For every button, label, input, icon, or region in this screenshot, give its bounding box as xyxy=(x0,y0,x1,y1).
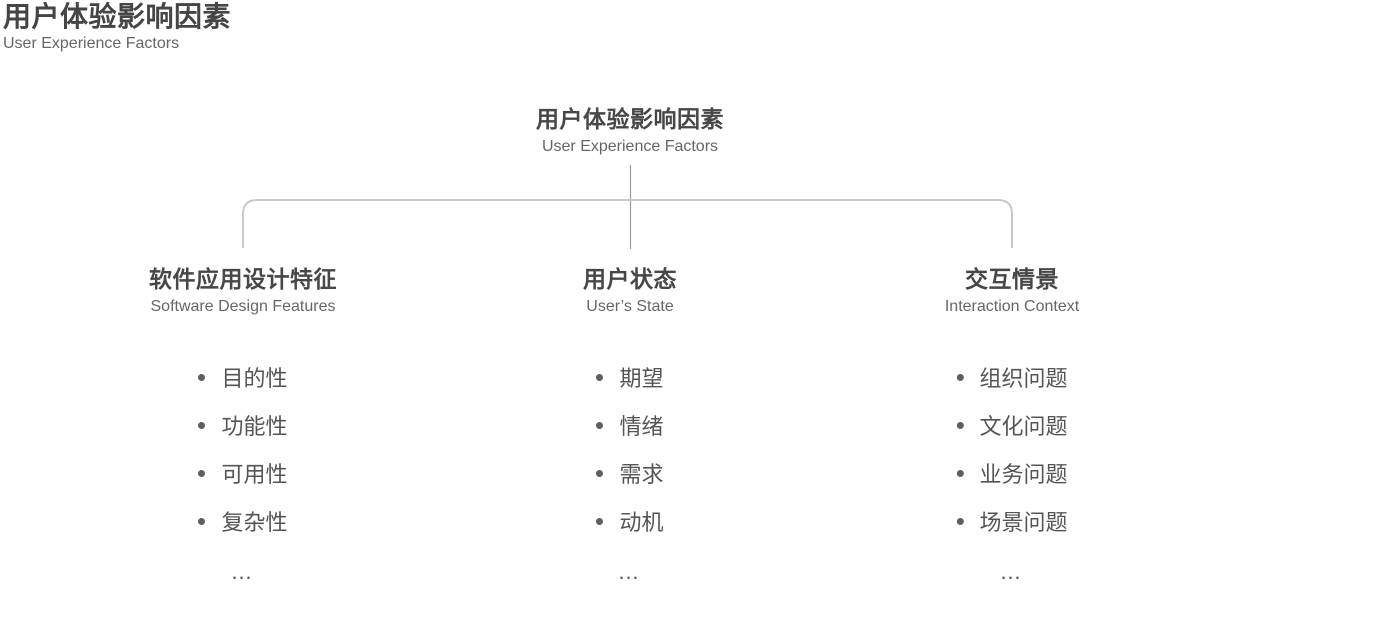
branch-subtitle: Software Design Features xyxy=(150,298,336,315)
page-header: 用户体验影响因素 User Experience Factors xyxy=(3,0,231,54)
list-item-label: 组织问题 xyxy=(979,366,1068,391)
root-node: 用户体验影响因素 User Experience Factors xyxy=(536,105,724,157)
list-item-label: 可用性 xyxy=(221,462,288,487)
list-item-label: 业务问题 xyxy=(979,462,1068,487)
bullet-icon xyxy=(956,421,964,429)
page-title: 用户体验影响因素 xyxy=(3,1,232,32)
branch-title: 交互情景 xyxy=(964,266,1059,292)
page-subtitle: User Experience Factors xyxy=(3,35,180,52)
list-item: 复杂性 xyxy=(198,497,288,545)
list-item: 需求 xyxy=(596,449,664,497)
list-item: 期望 xyxy=(596,353,664,401)
ellipsis-label: … xyxy=(230,559,256,584)
branch-subtitle: User’s State xyxy=(586,298,674,315)
branch-list: 组织问题 文化问题 业务问题 场景问题 xyxy=(956,353,1068,545)
ellipsis-label: … xyxy=(617,559,643,584)
ellipsis-label: … xyxy=(999,559,1025,584)
list-item-label: 期望 xyxy=(619,366,664,391)
branch-software-design-features: 软件应用设计特征 Software Design Features 目的性 功能… xyxy=(149,265,337,599)
list-item: 目的性 xyxy=(198,353,288,401)
branch-list: 目的性 功能性 可用性 复杂性 xyxy=(198,353,288,545)
bullet-icon xyxy=(596,517,604,525)
bullet-icon xyxy=(956,469,964,477)
list-item-label: 场景问题 xyxy=(979,510,1068,535)
bullet-icon xyxy=(198,421,206,429)
root-node-subtitle: User Experience Factors xyxy=(541,138,719,155)
bullet-icon xyxy=(596,421,604,429)
branch-interaction-context: 交互情景 Interaction Context 组织问题 文化问题 业务问题 … xyxy=(945,265,1079,599)
branch-title: 软件应用设计特征 xyxy=(149,266,337,292)
list-item: 场景问题 xyxy=(956,497,1068,545)
branch-users-state: 用户状态 User’s State 期望 情绪 需求 动机 … xyxy=(583,265,677,599)
branch-bracket-line xyxy=(242,199,1013,248)
list-item: 业务问题 xyxy=(956,449,1068,497)
list-item-label: 功能性 xyxy=(221,414,288,439)
bullet-icon xyxy=(596,469,604,477)
list-item: 组织问题 xyxy=(956,353,1068,401)
branch-list: 期望 情绪 需求 动机 xyxy=(596,353,664,545)
root-node-title: 用户体验影响因素 xyxy=(536,106,724,132)
list-item: 情绪 xyxy=(596,401,664,449)
list-item: 功能性 xyxy=(198,401,288,449)
bullet-icon xyxy=(956,517,964,525)
list-item-label: 目的性 xyxy=(221,366,288,391)
branch-title: 用户状态 xyxy=(583,266,677,292)
bullet-icon xyxy=(198,469,206,477)
bullet-icon xyxy=(596,373,604,381)
list-item: 动机 xyxy=(596,497,664,545)
bullet-icon xyxy=(198,373,206,381)
list-item-label: 需求 xyxy=(619,462,664,487)
bullet-icon xyxy=(956,373,964,381)
bullet-icon xyxy=(198,517,206,525)
list-item-label: 情绪 xyxy=(619,414,664,439)
list-item-label: 动机 xyxy=(619,510,664,535)
list-item-label: 文化问题 xyxy=(979,414,1068,439)
list-item-label: 复杂性 xyxy=(221,510,288,535)
list-item: 文化问题 xyxy=(956,401,1068,449)
list-item: 可用性 xyxy=(198,449,288,497)
branch-subtitle: Interaction Context xyxy=(944,298,1080,315)
